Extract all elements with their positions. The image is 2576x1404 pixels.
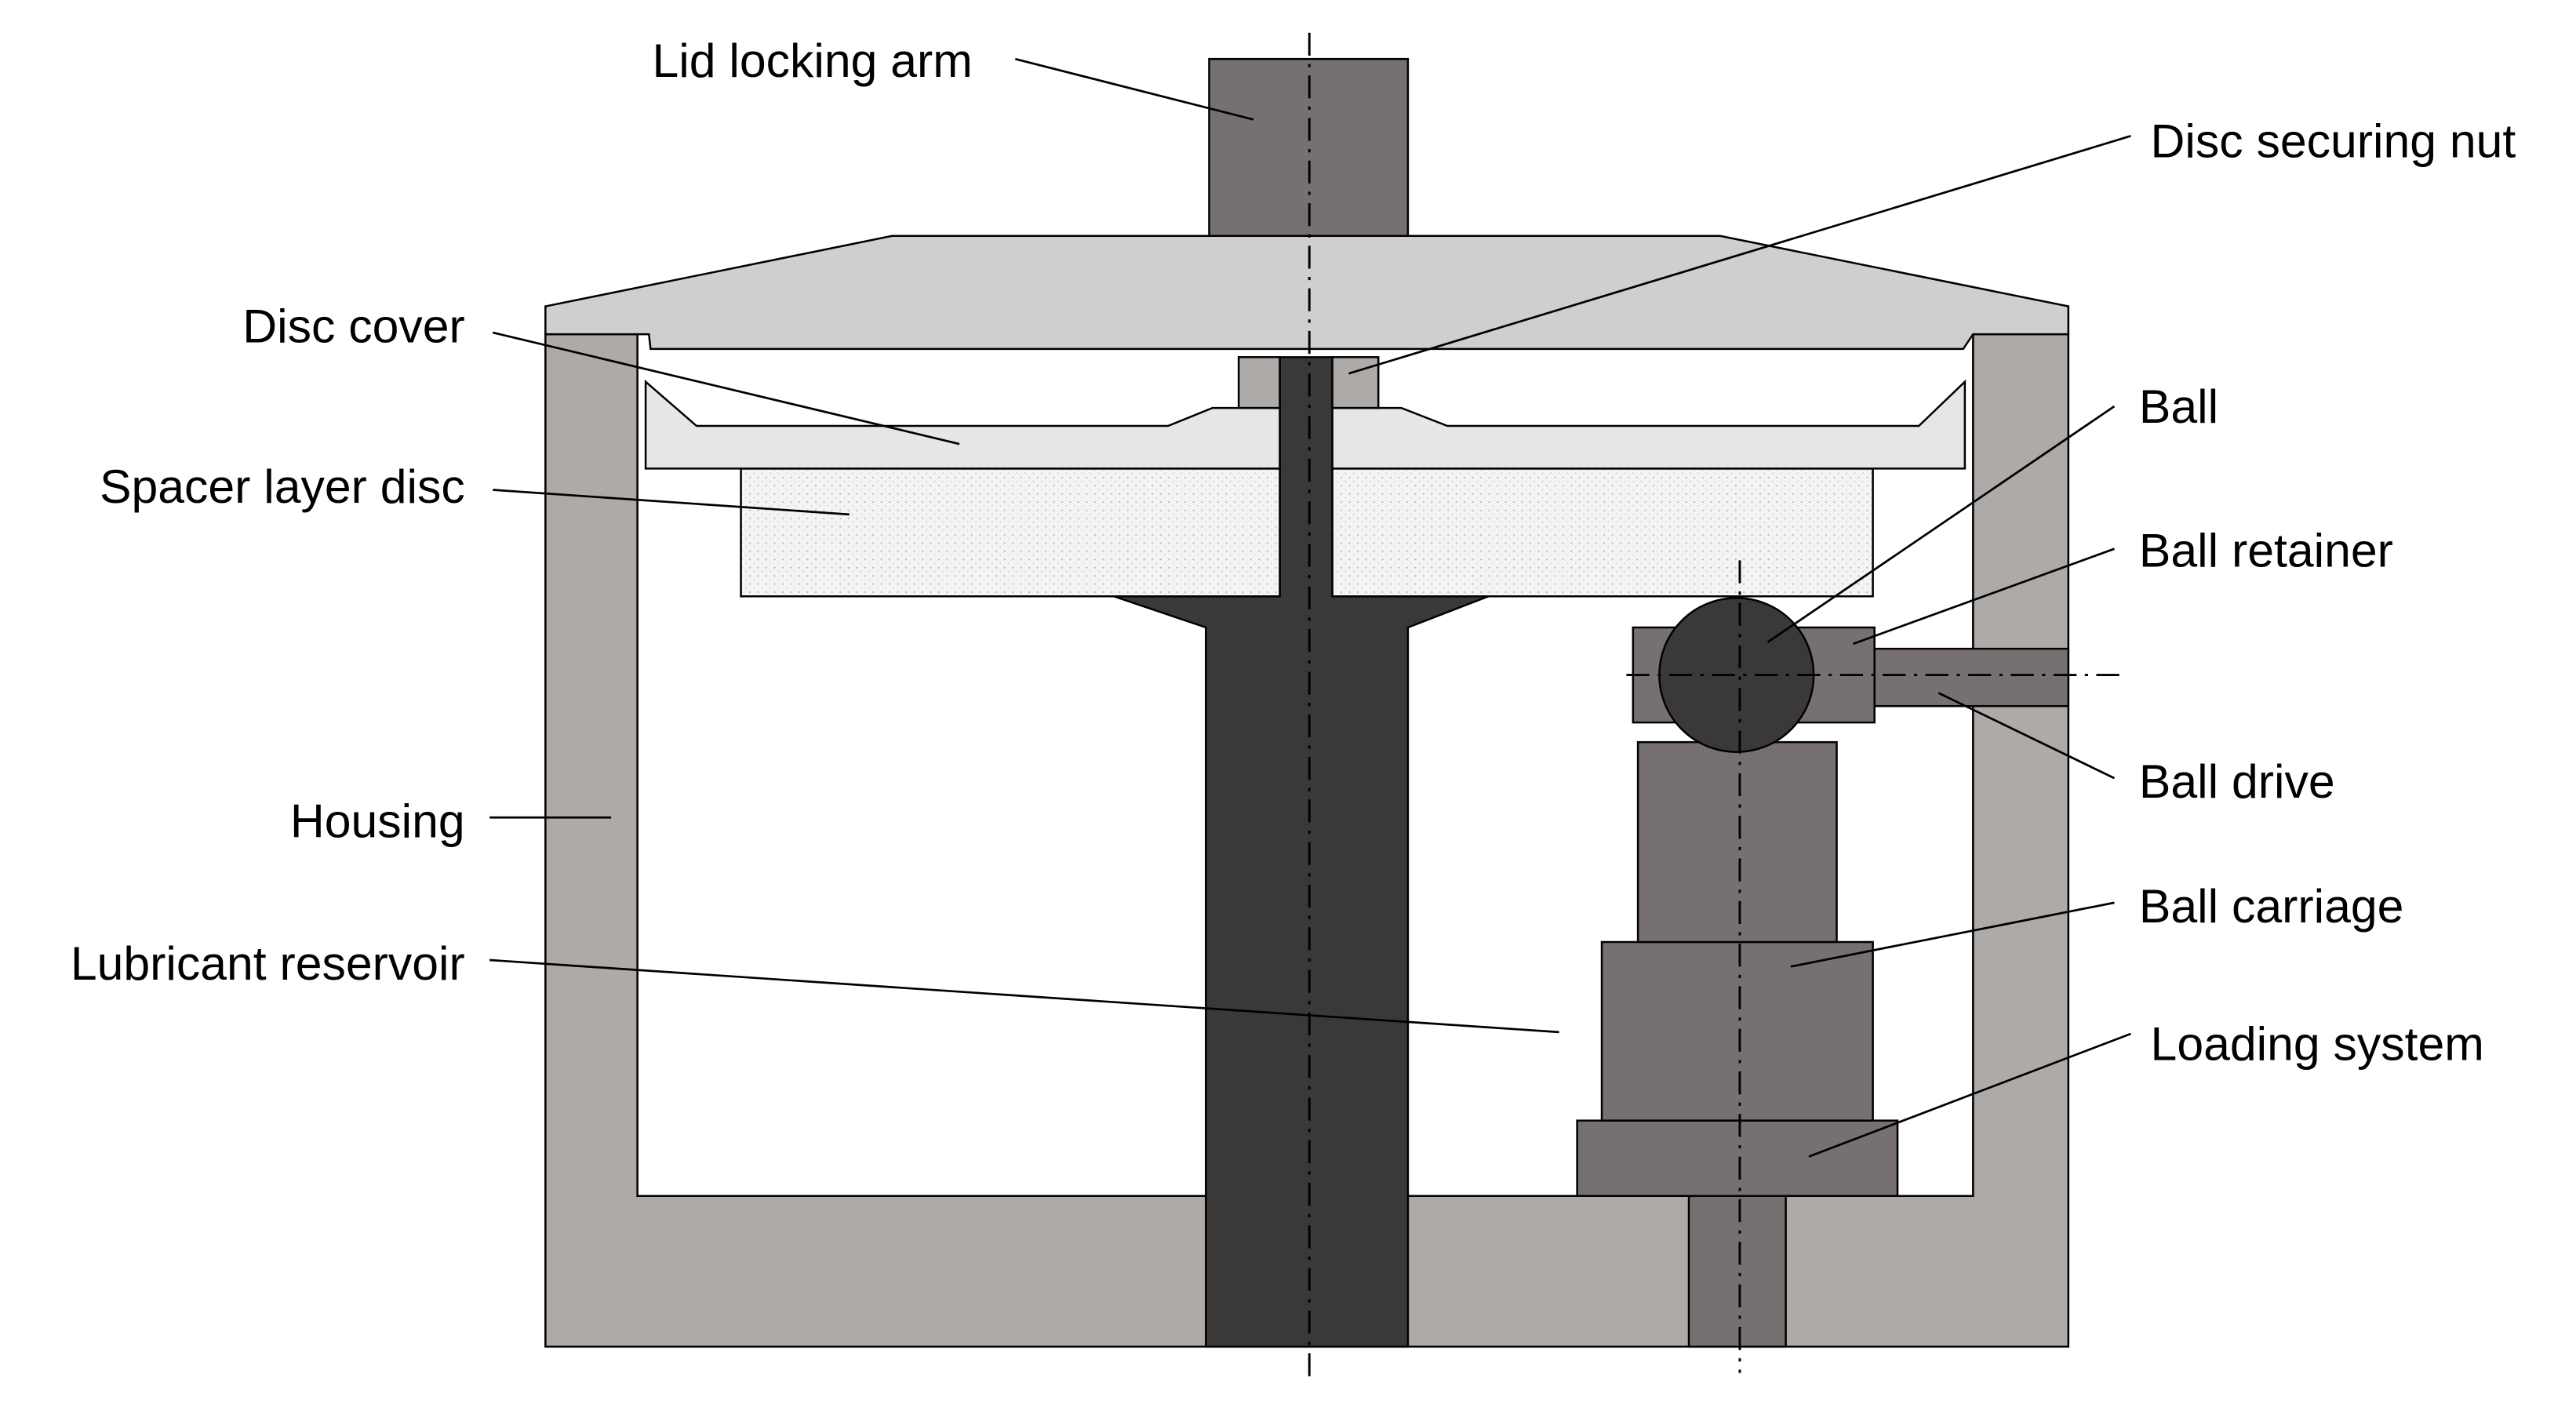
leader-spacer-layer-disc [493,489,850,516]
label-housing: Housing [290,794,465,847]
label-lubricant-reservoir: Lubricant reservoir [71,937,465,990]
ball-drive [1873,647,2070,707]
spacer-layer-disc-right [1331,467,1874,598]
disc-securing-nut-left [1237,356,1281,409]
label-ball: Ball [2139,380,2218,433]
ball-carriage [1600,940,1874,1122]
label-disc-cover: Disc cover [242,300,464,353]
leader-loading-system [1808,1032,2131,1158]
spacer-layer-disc-left [740,467,1281,598]
leader-lines [489,57,2131,1158]
leader-ball-retainer [1853,547,2115,646]
leader-lid-locking-arm [1014,57,1254,121]
label-lid-locking-arm: Lid locking arm [652,34,972,87]
lid [544,235,2070,351]
disc-cover-right [1331,379,1967,470]
leader-disc-securing-nut [1348,135,2131,375]
disc-cover [644,379,1281,470]
label-ball-carriage: Ball carriage [2139,879,2404,933]
leader-ball [1766,405,2116,643]
leader-lubricant-reservoir [489,958,1559,1034]
ball-carriage-upper [1636,740,1838,944]
center-lines [1308,32,2123,1380]
label-disc-securing-nut: Disc securing nut [2151,115,2516,168]
leader-ball-carriage [1790,901,2115,968]
loading-system-shaft [1687,1195,1787,1348]
leader-disc-cover [492,331,960,446]
label-spacer-layer-disc: Spacer layer disc [100,460,465,513]
disc-securing-nut-right [1331,356,1380,409]
leader-ball-drive [1937,692,2116,780]
label-ball-drive: Ball drive [2139,755,2335,808]
loading-system [1576,1119,1899,1197]
label-loading-system: Loading system [2151,1017,2484,1070]
label-ball-retainer: Ball retainer [2139,524,2393,577]
